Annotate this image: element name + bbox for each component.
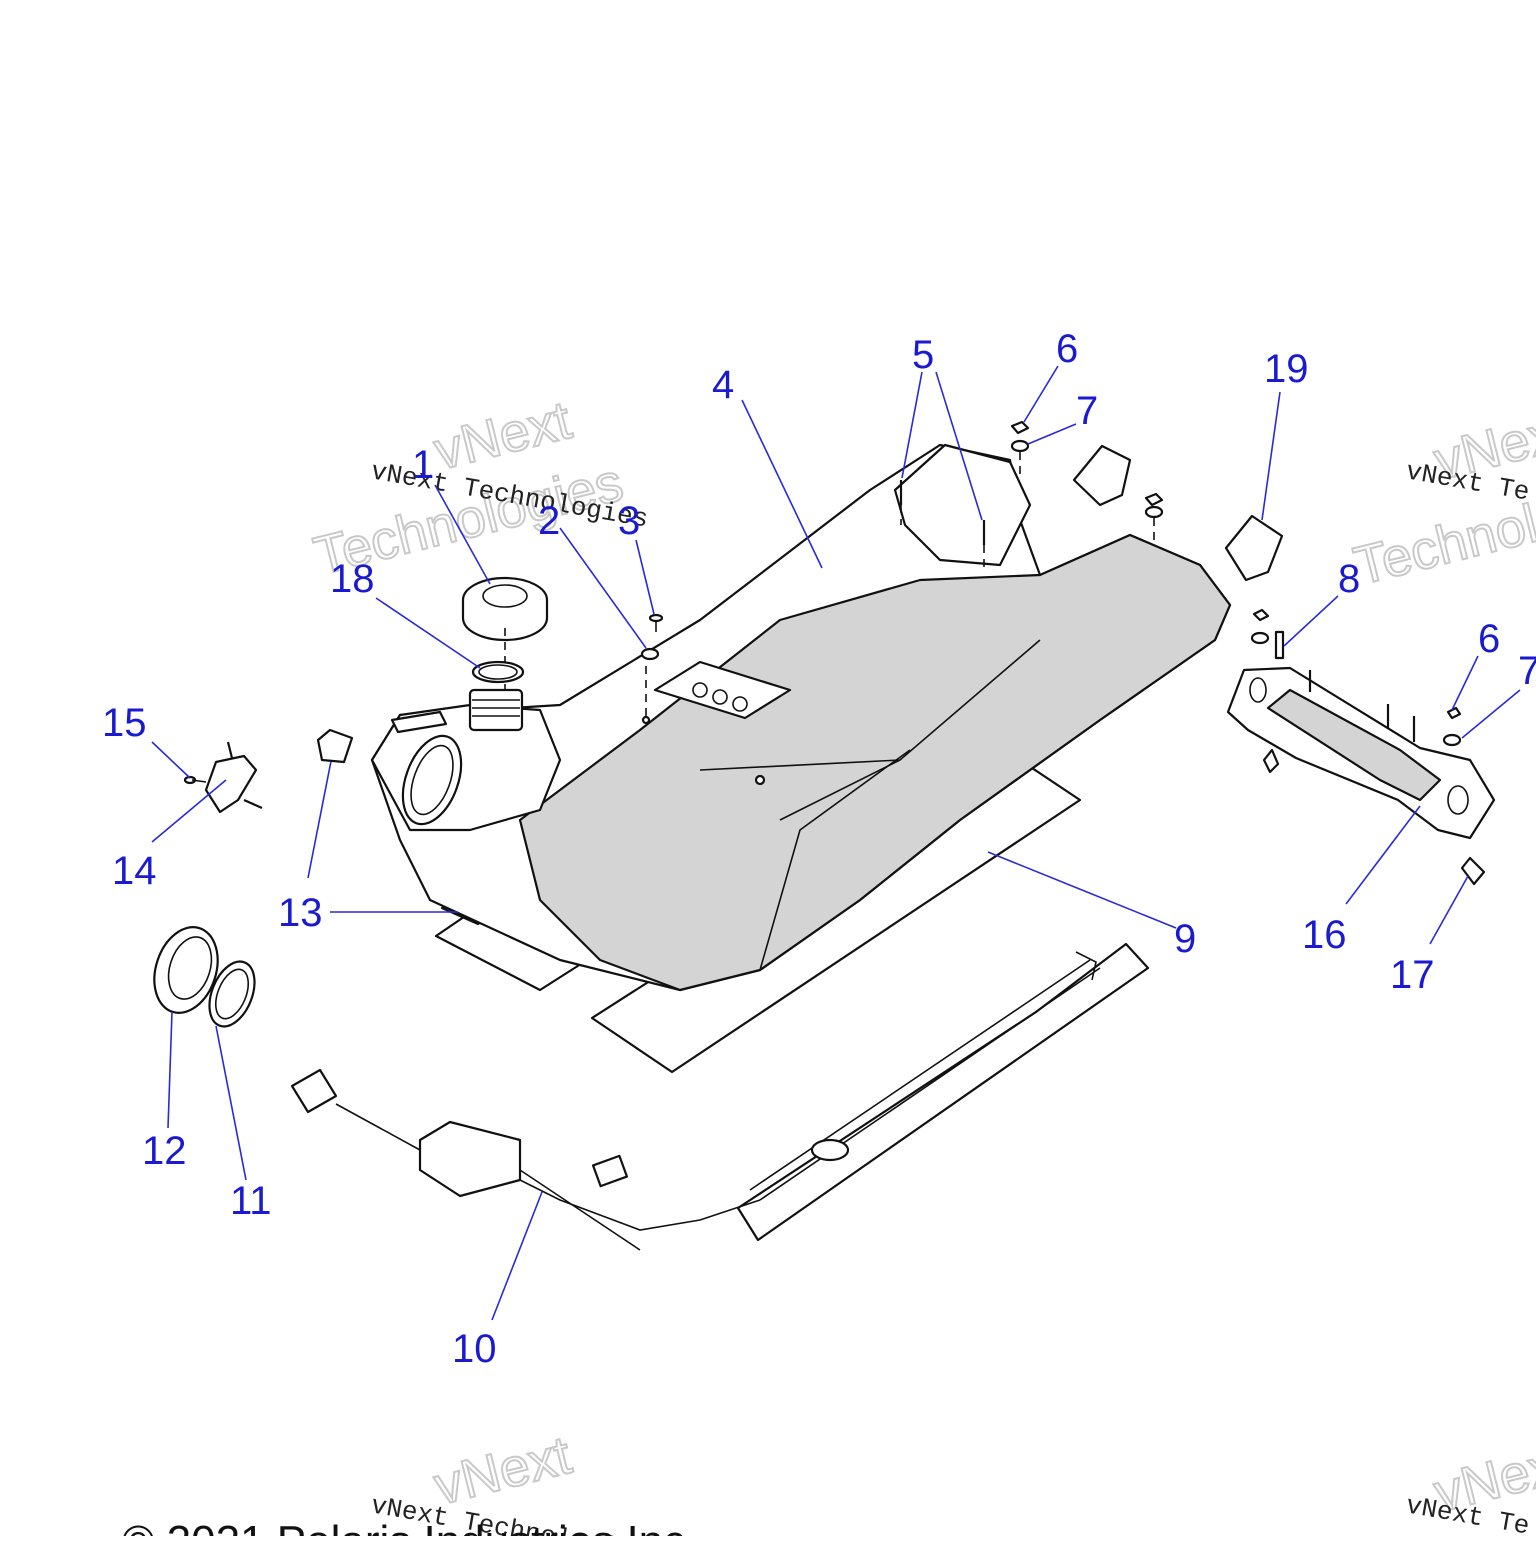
part-2-grommet (640, 647, 660, 661)
callout-8: 8 (1338, 557, 1360, 601)
part-15-screw (183, 775, 207, 785)
part-6-7-nut-washer-top (1010, 420, 1164, 540)
part-3-screw (645, 613, 664, 720)
callout-7-right: 7 (1518, 649, 1536, 693)
part-1-fuel-cap (461, 576, 549, 690)
callout-12: 12 (142, 1129, 187, 1173)
callout-15: 15 (102, 701, 147, 745)
part-19-pads (1072, 444, 1284, 582)
callout-14: 14 (112, 849, 157, 893)
copyright-footer: © 2021 Polaris Industries Inc. (122, 1517, 697, 1536)
callout-17: 17 (1390, 953, 1435, 997)
part-10-fuel-pump (290, 942, 1150, 1251)
part-12-lock-ring (153, 926, 219, 1014)
callout-numbers: 1 2 3 4 5 6 7 6 7 8 9 10 11 12 13 14 15 … (102, 327, 1536, 1371)
part-18-o-ring (471, 660, 525, 684)
part-14-bracket (204, 741, 263, 814)
callout-16: 16 (1302, 913, 1347, 957)
callout-11: 11 (230, 1179, 272, 1223)
callout-9: 9 (1174, 917, 1196, 961)
callout-13: 13 (278, 891, 323, 935)
part-4-fuel-tank (370, 443, 1232, 992)
callout-3: 3 (618, 499, 640, 543)
callout-2: 2 (538, 499, 560, 543)
callout-19: 19 (1264, 347, 1309, 391)
callout-1: 1 (412, 443, 434, 487)
part-5-studs (899, 480, 986, 570)
part-17-clip (1460, 856, 1486, 886)
callout-7-top: 7 (1076, 389, 1098, 433)
part-11-seal (208, 960, 256, 1028)
callout-6-right: 6 (1478, 617, 1500, 661)
watermark-bottom-right: vNext vNext Te (1404, 1431, 1536, 1541)
part-16-bracket (1226, 666, 1496, 840)
filler-neck (468, 688, 524, 732)
callout-4: 4 (712, 363, 734, 407)
callout-10: 10 (452, 1327, 497, 1371)
callout-18: 18 (330, 557, 375, 601)
callout-5: 5 (912, 333, 934, 377)
part-13-label (316, 728, 354, 764)
watermark-top-right: vNext Technolo vNext Te (1347, 399, 1536, 598)
part-8-stud (1250, 608, 1285, 660)
leader-lines (151, 365, 1521, 1321)
callout-6-top: 6 (1056, 327, 1078, 371)
